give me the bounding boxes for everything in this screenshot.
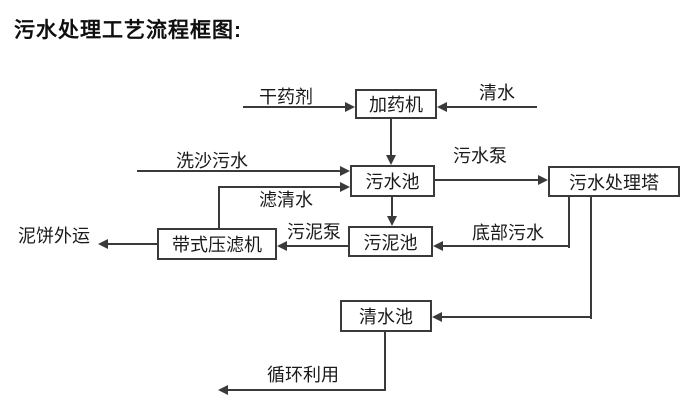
- edge-recycling-line: [228, 389, 386, 391]
- edge-label-dry-chemical: 干药剂: [259, 87, 313, 107]
- edge-clean-water-line: [447, 106, 537, 108]
- edge-tower-to-clean-arrowhead-icon: [432, 312, 442, 322]
- edge-mud-cake-line: [108, 243, 157, 245]
- edge-recycling-riser-line: [384, 332, 386, 391]
- edge-label-sludge-pump: 污泥泵: [287, 222, 341, 242]
- diagram-title: 污水处理工艺流程框图:: [14, 19, 242, 42]
- edge-label-sewage-pump: 污水泵: [453, 146, 507, 166]
- edge-dosing-to-sewage-arrowhead-icon: [386, 155, 396, 165]
- edge-clean-water-arrowhead-icon: [437, 102, 447, 112]
- node-belt-filter-press: 带式压滤机: [157, 228, 277, 260]
- edge-sewage-to-sludge-arrowhead-icon: [387, 216, 397, 226]
- edge-mud-cake-arrowhead-icon: [98, 239, 108, 249]
- edge-tower-to-clean-line: [442, 316, 592, 318]
- node-sludge-pool: 污泥池: [348, 226, 433, 257]
- edge-label-clean-water: 清水: [479, 83, 515, 103]
- edge-bottom-sewage-riser-line: [568, 197, 570, 248]
- edge-sewage-pump-line: [435, 179, 538, 181]
- edge-bottom-sewage-line: [443, 245, 570, 247]
- edge-label-sand-washing-sewage: 洗沙污水: [176, 151, 248, 171]
- edge-filtered-water-riser-line: [218, 186, 220, 228]
- edge-tower-to-clean-riser-line: [590, 197, 592, 319]
- edge-label-mud-cake-out: 泥饼外运: [18, 226, 90, 246]
- edge-sand-washing-sewage-arrowhead-icon: [340, 166, 350, 176]
- edge-filtered-water-arrowhead-icon: [340, 182, 350, 192]
- edge-recycling-arrowhead-icon: [218, 385, 228, 395]
- edge-dosing-to-sewage-line: [390, 119, 392, 155]
- edge-sand-washing-sewage-line: [137, 170, 340, 172]
- edge-sewage-pump-arrowhead-icon: [538, 175, 548, 185]
- edge-label-recycling: 循环利用: [267, 365, 339, 385]
- edge-dry-chemical-line: [243, 106, 345, 108]
- edge-sludge-pump-line: [287, 245, 348, 247]
- edge-label-bottom-sewage: 底部污水: [472, 223, 544, 243]
- node-sewage-pool: 污水池: [350, 165, 435, 197]
- edge-sludge-pump-arrowhead-icon: [277, 241, 287, 251]
- edge-dry-chemical-arrowhead-icon: [345, 102, 355, 112]
- edge-filtered-water-line: [218, 186, 340, 188]
- node-clean-water-pool: 清水池: [340, 300, 432, 332]
- edge-sewage-to-sludge-line: [391, 197, 393, 216]
- edge-bottom-sewage-arrowhead-icon: [433, 241, 443, 251]
- node-dosing-machine: 加药机: [355, 89, 437, 119]
- edge-label-filtered-water: 滤清水: [259, 190, 313, 210]
- node-sewage-treatment-tower: 污水处理塔: [548, 166, 680, 197]
